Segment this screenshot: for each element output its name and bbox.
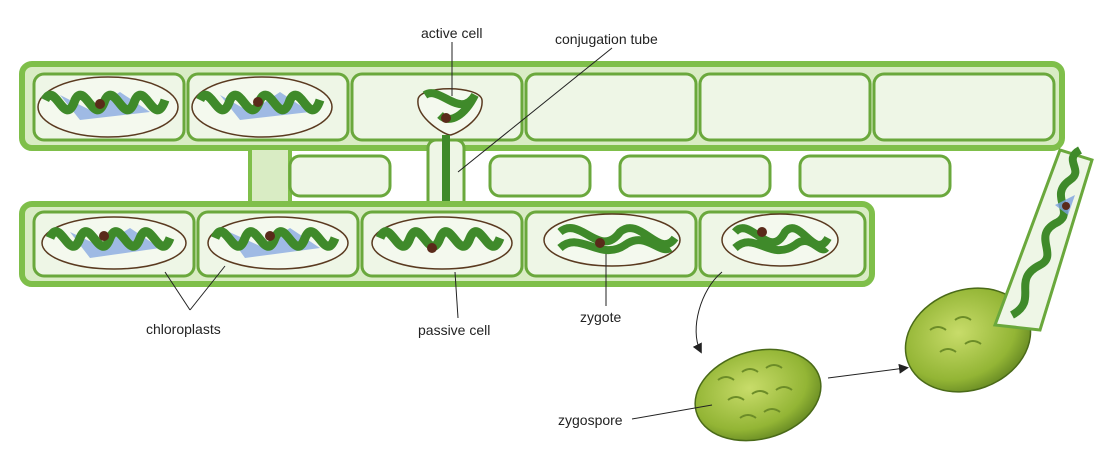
nucleus: [95, 99, 105, 109]
arrow-to-germination: [828, 368, 905, 378]
nucleus: [99, 231, 109, 241]
nucleus: [441, 113, 451, 123]
tube-bridge: [800, 156, 950, 196]
nucleus: [265, 231, 275, 241]
zygote-nucleus: [757, 227, 767, 237]
conjugation-tube: [250, 148, 290, 204]
tube-bridge: [490, 156, 590, 196]
upper-cell-4: [526, 74, 696, 140]
nucleus: [253, 97, 263, 107]
tube-bridge: [620, 156, 770, 196]
nucleus: [1062, 202, 1070, 210]
zygospore-group: [685, 336, 831, 454]
label-chloroplasts: chloroplasts: [146, 321, 221, 337]
label-zygospore: zygospore: [558, 412, 623, 428]
label-passive-cell: passive cell: [418, 322, 490, 338]
label-conjugation-tube: conjugation tube: [555, 31, 658, 47]
zygospore: [685, 336, 831, 454]
label-active-cell: active cell: [421, 25, 482, 41]
nucleus: [427, 243, 437, 253]
upper-filament: [22, 64, 1062, 148]
zygote-nucleus: [595, 238, 605, 248]
label-zygote: zygote: [580, 309, 621, 325]
tube-bridge: [290, 156, 390, 196]
upper-cell-6: [874, 74, 1054, 140]
upper-cell-5: [700, 74, 870, 140]
lower-filament: [22, 204, 872, 284]
